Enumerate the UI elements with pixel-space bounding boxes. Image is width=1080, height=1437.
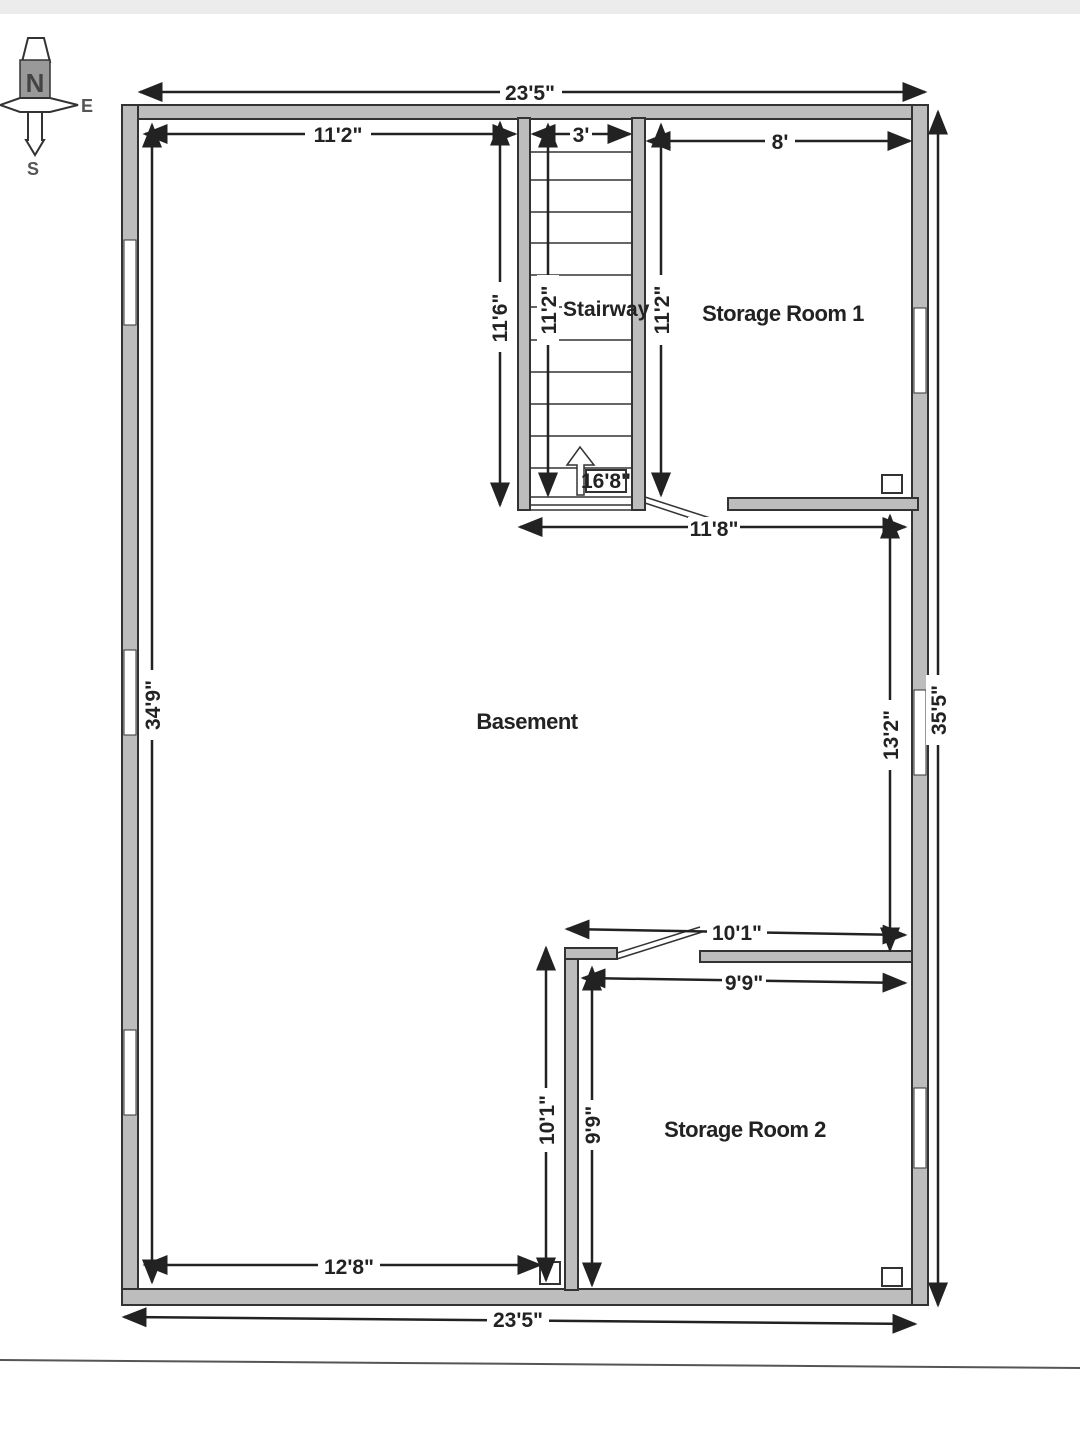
top-bar xyxy=(0,0,1080,14)
dim-top-overall: 23'5" xyxy=(505,82,555,105)
dim-stair-outer: 11'6" xyxy=(489,294,512,343)
dim-storage2-outer-depth: 10'1" xyxy=(536,1095,559,1145)
dim-right-height: 35'5" xyxy=(928,685,951,735)
dim-storage2-inner-depth: 9'9" xyxy=(582,1106,605,1144)
compass-icon: N E S xyxy=(0,37,93,179)
room-label-stairway: Stairway xyxy=(563,298,650,321)
dim-storage1-depth: 11'2" xyxy=(651,286,674,335)
dim-right-mid-height: 13'2" xyxy=(880,710,903,760)
compass-east-label: E xyxy=(81,96,93,116)
dim-storage2-inner-width: 9'9" xyxy=(725,972,763,995)
dim-storage2-outer-width: 10'1" xyxy=(712,922,762,945)
dim-basement-top-width: 11'2" xyxy=(314,124,363,147)
page-edge-line xyxy=(0,1359,1080,1369)
stairway xyxy=(517,117,646,511)
interior-walls xyxy=(539,474,919,1291)
dim-stair-step: 16'8" xyxy=(581,470,631,493)
dim-bottom-overall: 23'5" xyxy=(493,1309,543,1332)
dim-left-height: 34'9" xyxy=(142,680,165,730)
room-label-storage-2: Storage Room 2 xyxy=(664,1117,826,1142)
outer-walls xyxy=(121,104,929,1306)
room-label-basement: Basement xyxy=(476,709,578,734)
panel-icon xyxy=(539,1261,561,1285)
dim-stair-inner: 11'2" xyxy=(538,286,561,335)
dim-basement-bottom-width: 12'8" xyxy=(324,1256,374,1279)
dim-stair-width: 3' xyxy=(573,124,590,147)
dim-mid-width: 11'8" xyxy=(690,518,739,541)
up-arrow-icon xyxy=(565,445,596,496)
compass-south-label: S xyxy=(27,159,39,179)
panel-icon xyxy=(881,1267,903,1287)
room-label-storage-1: Storage Room 1 xyxy=(702,301,864,326)
dim-storage1-width: 8' xyxy=(772,131,789,154)
dimension-labels: 23'5" 11'2" 3' 8' 11'6" 11'2" Stairway 1… xyxy=(140,80,952,1332)
compass-north-label: N xyxy=(26,68,45,98)
panel-icon xyxy=(881,474,903,494)
